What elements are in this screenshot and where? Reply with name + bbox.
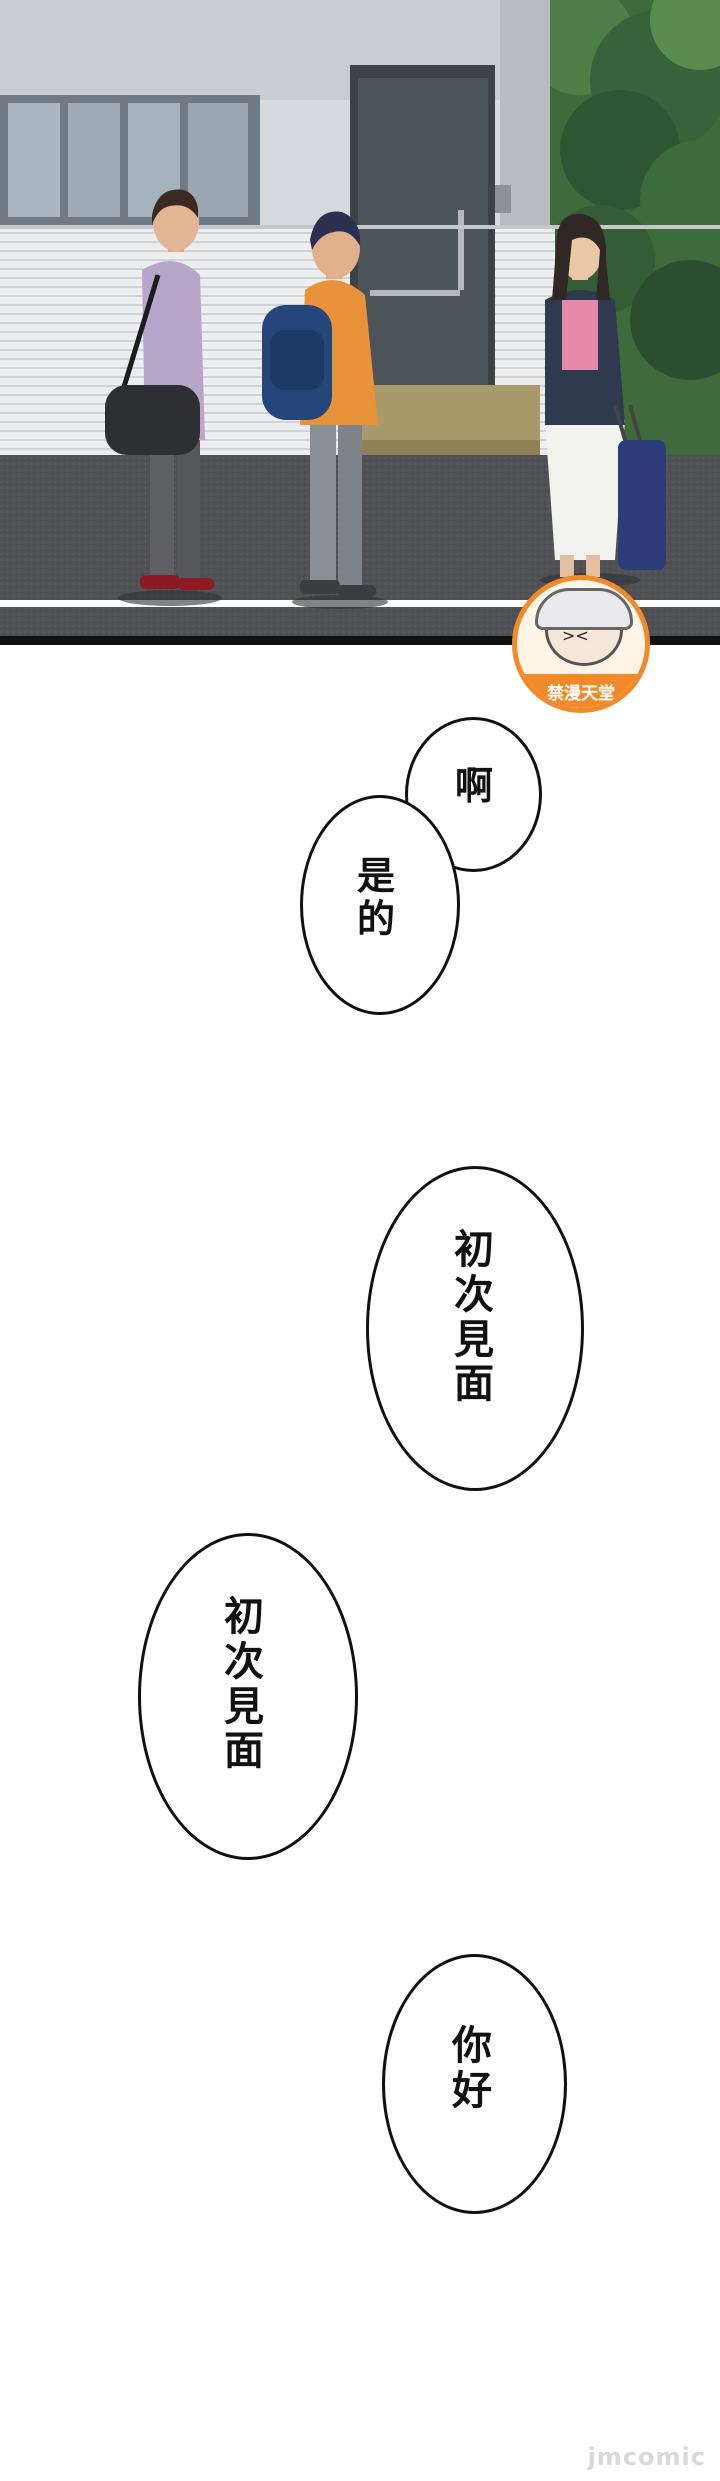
speech-bubble-ah — [405, 717, 542, 872]
bubble-text-ah: 啊 — [455, 764, 494, 808]
woman-with-suitcase — [540, 213, 666, 587]
bubble-text-yes: 是 的 — [357, 854, 396, 941]
speech-bubble-hello — [382, 1954, 567, 2214]
watermark: jmcomic — [587, 2443, 706, 2471]
speech-bubble-yes — [300, 795, 460, 1015]
logo-text: 禁漫天堂 — [547, 683, 615, 704]
street-scene-illustration — [0, 0, 720, 645]
speech-bubble-first-meet-2 — [138, 1533, 358, 1860]
bubble-text-first-meet-1: 初 次 見 面 — [454, 1227, 494, 1408]
door — [350, 65, 511, 395]
speech-bubble-first-meet-1 — [366, 1166, 584, 1491]
logo-text-banner: 禁漫天堂 — [517, 674, 645, 708]
window — [0, 95, 260, 225]
bubble-text-first-meet-2: 初 次 見 面 — [224, 1594, 264, 1775]
man-with-bag — [105, 189, 222, 606]
site-logo: >< 禁漫天堂 — [512, 575, 650, 713]
bubble-text-hello: 你 好 — [452, 2023, 492, 2114]
man-with-backpack — [262, 211, 388, 609]
